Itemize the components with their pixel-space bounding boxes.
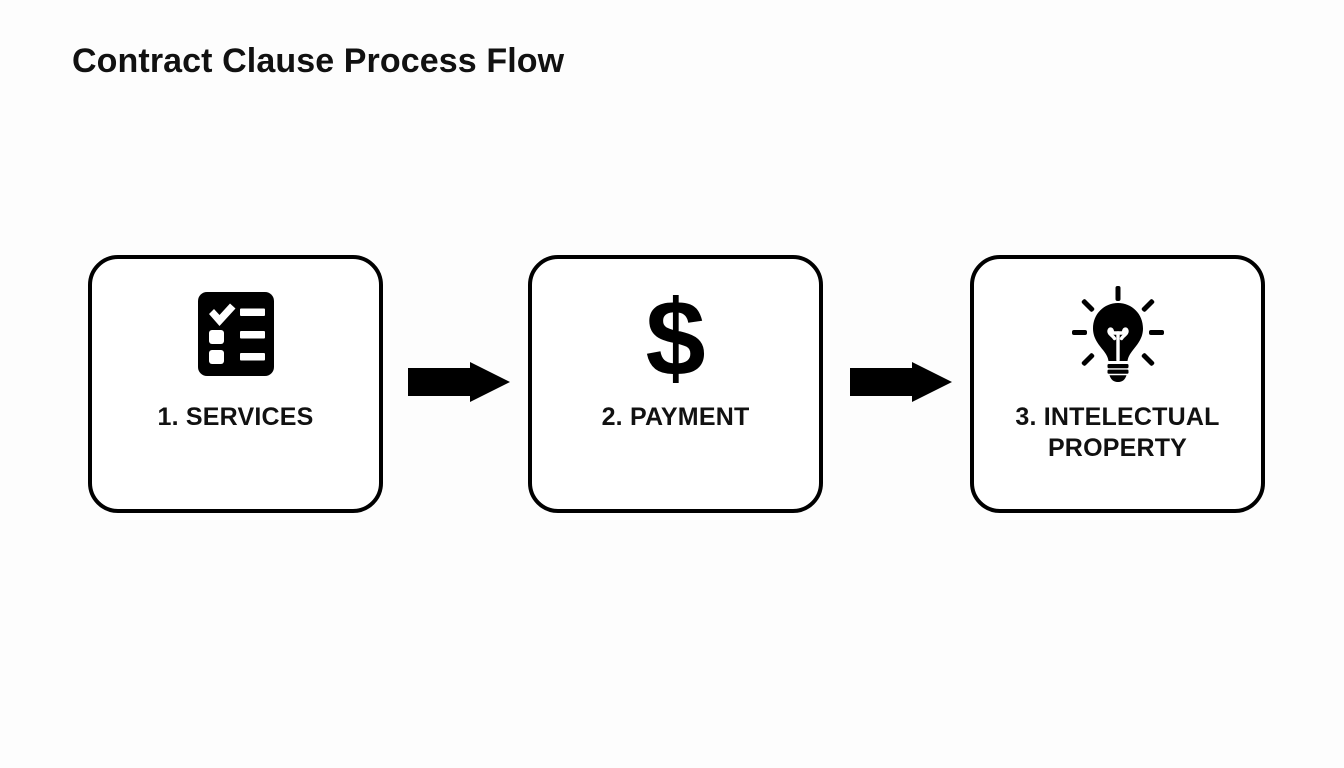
flow-node-services[interactable]: 1. SERVICES [88, 255, 383, 513]
flow-node-label: 1. SERVICES [157, 403, 314, 431]
dollar-sign-icon: $ [645, 276, 706, 398]
flow-node-icon-slot [92, 289, 379, 384]
flow-node-intelectual-property[interactable]: 3. INTELECTUAL PROPERTY [970, 255, 1265, 513]
flow-node-label-line-2: PROPERTY [1047, 434, 1188, 462]
flow-arrow-payment-to-intelectual-property [850, 362, 952, 402]
flow-node-label: 2. PAYMENT [601, 403, 750, 431]
flow-node-payment[interactable]: $ 2. PAYMENT [528, 255, 823, 513]
flow-arrow-services-to-payment [408, 362, 510, 402]
flow-node-icon-slot [974, 286, 1261, 387]
page-title: Contract Clause Process Flow [72, 42, 565, 80]
checklist-icon [197, 292, 274, 381]
flow-node-label: 3. INTELECTUAL PROPERTY [982, 402, 1253, 464]
flow-node-label-line-1: 3. INTELECTUAL [1015, 403, 1220, 431]
lightbulb-icon [1071, 286, 1165, 387]
flow-node-icon-slot: $ [532, 276, 819, 398]
